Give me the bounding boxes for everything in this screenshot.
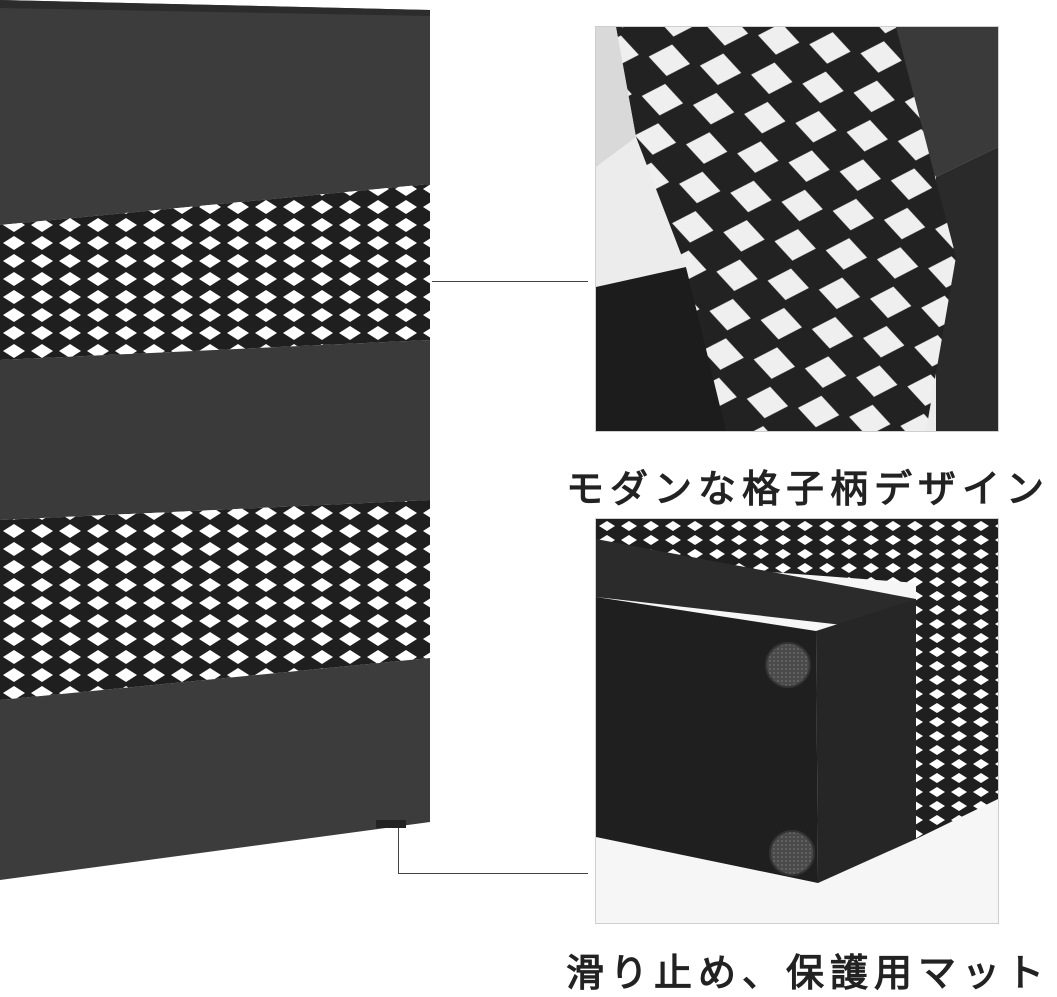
leader-line-bottom-horizontal (398, 873, 588, 874)
caption-anti-slip-mat: 滑り止め、保護用マット (566, 951, 1051, 995)
felt-pad-upper (765, 642, 811, 688)
mesh-detail-image (595, 26, 999, 432)
caption-lattice-design: モダンな格子柄デザイン (566, 467, 1051, 511)
foot-pad-detail-image (595, 518, 999, 924)
leader-line-top (432, 281, 588, 282)
leader-line-bottom-vertical (398, 828, 399, 874)
umbrella-stand-image (0, 0, 430, 880)
felt-pad-lower (769, 830, 815, 876)
